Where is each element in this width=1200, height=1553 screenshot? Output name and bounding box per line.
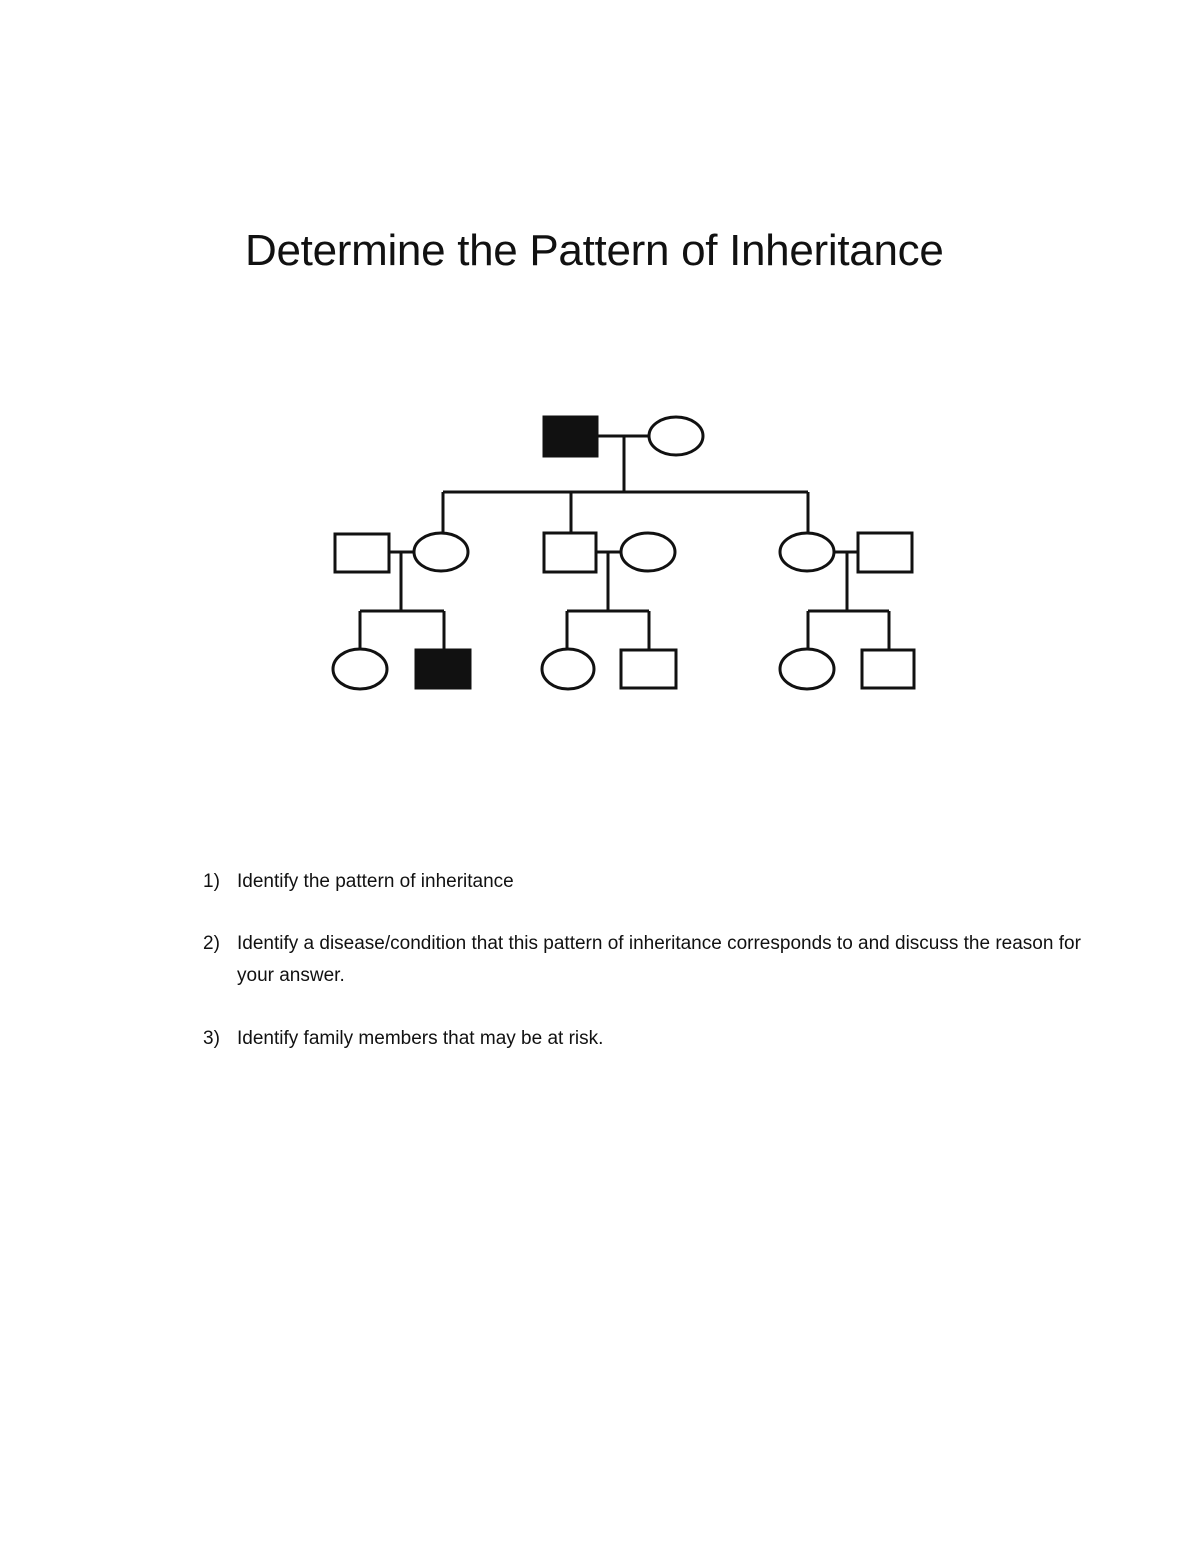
affected-male-gen1 [542,415,599,458]
question-text: Identify family members that may be at r… [237,1028,604,1049]
affected-male-gen3-2 [414,648,472,690]
question-text: Identify the pattern of inheritance [237,871,514,892]
female-gen2-left [412,531,470,573]
question-number: 2) [203,933,220,954]
male-gen3-6 [860,648,916,690]
female-gen3-5 [778,647,836,691]
page-title: Determine the Pattern of Inheritance [245,226,944,275]
question-3: 3) Identify family members that may be a… [203,1023,1123,1055]
male-gen3-4 [619,648,678,690]
female-gen2-spouse-middle [619,531,677,573]
pedigree-chart [331,415,916,691]
male-gen2-spouse-left [333,532,391,574]
pedigree-lines [358,434,891,650]
male-gen2-spouse-right [856,531,914,574]
female-gen3-1 [331,647,389,691]
question-number: 1) [203,871,220,892]
female-gen2-right [778,531,836,573]
male-gen2-middle [542,531,598,574]
question-number: 3) [203,1028,220,1049]
question-text: Identify a disease/condition that this p… [237,933,1081,986]
question-1: 1) Identify the pattern of inheritance [203,866,1123,898]
female-gen3-3 [540,647,596,691]
female-gen1 [647,415,705,457]
question-2: 2) Identify a disease/condition that thi… [203,928,1123,992]
